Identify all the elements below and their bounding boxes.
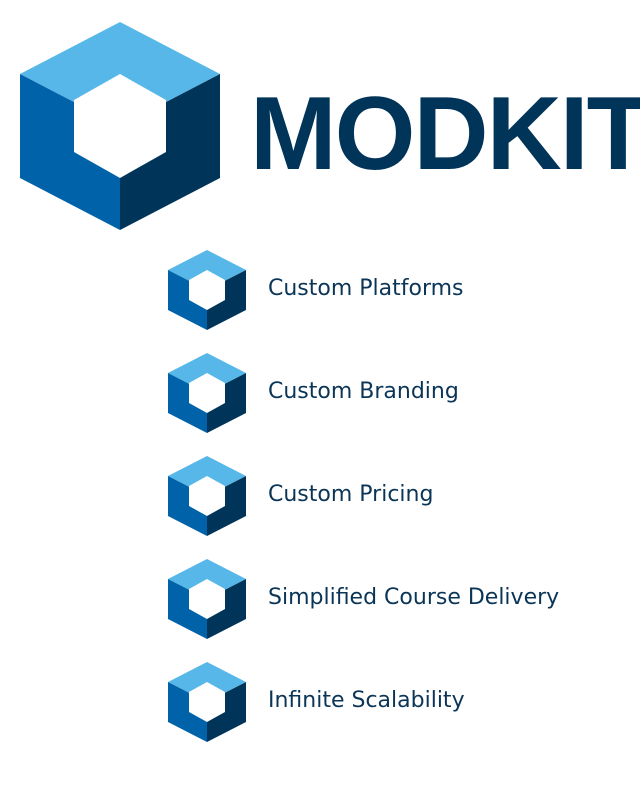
hexagon-cube-icon: [20, 22, 220, 230]
feature-item: Custom Platforms: [168, 250, 628, 353]
feature-label: Custom Platforms: [268, 276, 464, 301]
feature-label: Infinite Scalability: [268, 688, 465, 713]
feature-label: Custom Pricing: [268, 482, 434, 507]
brand-name: MODKIT: [250, 76, 640, 192]
feature-item: Custom Pricing: [168, 456, 628, 559]
cube-bullet-icon: [168, 559, 246, 639]
feature-item: Custom Branding: [168, 353, 628, 456]
cube-bullet-icon: [168, 456, 246, 536]
feature-item: Simplified Course Delivery: [168, 559, 628, 662]
feature-label: Simplified Course Delivery: [268, 585, 560, 610]
cube-bullet-icon: [168, 662, 246, 742]
cube-hole: [74, 74, 166, 178]
cube-bullet-icon: [168, 250, 246, 330]
feature-label: Custom Branding: [268, 379, 459, 404]
feature-list: Custom Platforms Custom Branding Custom …: [168, 250, 628, 765]
feature-item: Infinite Scalability: [168, 662, 628, 765]
cube-bullet-icon: [168, 353, 246, 433]
